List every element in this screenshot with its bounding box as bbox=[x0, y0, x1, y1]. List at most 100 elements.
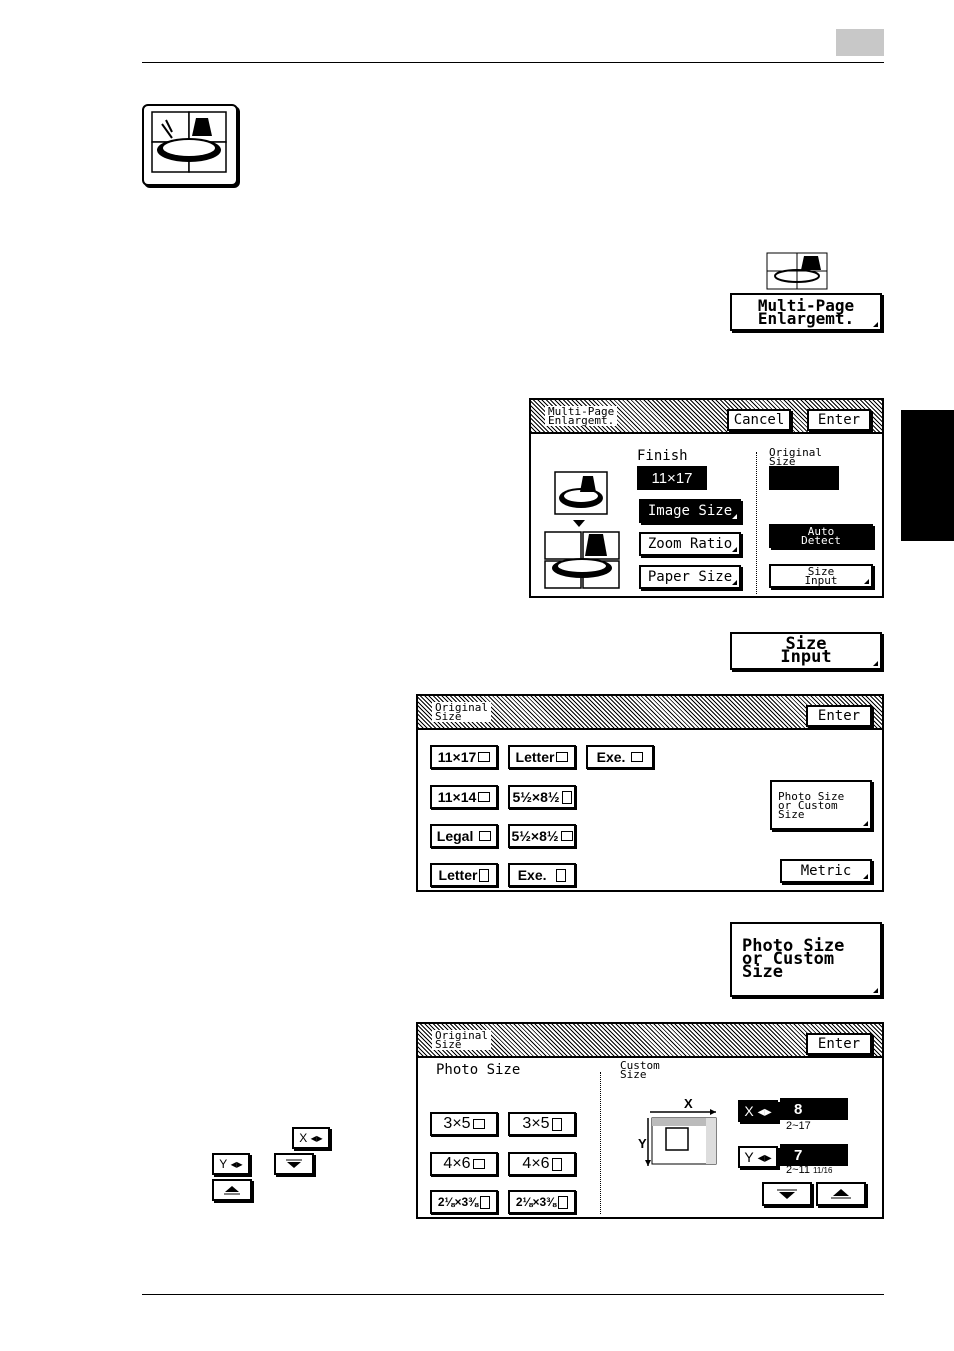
diagram-x-label: X bbox=[684, 1096, 693, 1111]
size-legal-landscape[interactable]: Legal bbox=[430, 824, 498, 848]
zoom-ratio-label: Zoom Ratio bbox=[647, 536, 733, 552]
y-key-button[interactable]: Y ◂▸ bbox=[738, 1146, 778, 1168]
landscape-icon bbox=[472, 1159, 485, 1169]
screen-header bbox=[418, 1024, 882, 1058]
x-value-display: 8 bbox=[780, 1098, 848, 1120]
y-value-display: 7 bbox=[780, 1144, 848, 1166]
divider bbox=[756, 452, 757, 594]
chapter-side-tab bbox=[901, 410, 954, 541]
size-label: Size bbox=[807, 565, 835, 578]
portrait-icon bbox=[551, 1117, 562, 1131]
size-input-button[interactable]: Size Input bbox=[730, 632, 882, 670]
y-range-label: 2~11 11/16 bbox=[786, 1164, 833, 1176]
size-half-letter-portrait[interactable]: 5½×8½ bbox=[508, 785, 576, 809]
arrow-up-icon bbox=[831, 1189, 851, 1199]
enlarged-pages-icon bbox=[543, 530, 621, 590]
photo-4x6-landscape[interactable]: 4×6 bbox=[430, 1152, 498, 1176]
screen-header bbox=[418, 696, 882, 730]
corner-arrow-icon bbox=[732, 547, 737, 552]
photo-size-label: Photo Size bbox=[436, 1062, 521, 1078]
x-key-button[interactable]: X ◂▸ bbox=[738, 1100, 778, 1122]
inline-y-key: Y ◂▸ bbox=[212, 1153, 250, 1175]
photo-button-label-2: or Custom bbox=[742, 949, 835, 969]
photo-label-1: Photo Size bbox=[778, 789, 845, 803]
size-letter-landscape[interactable]: Letter bbox=[508, 745, 576, 769]
enter-button[interactable]: Enter bbox=[806, 1033, 872, 1055]
multi-page-enlargement-button[interactable]: Multi-Page Enlargemt. bbox=[730, 293, 882, 331]
multi-page-label-2: Enlargemt. bbox=[757, 309, 855, 328]
landscape-icon bbox=[560, 831, 573, 841]
inline-up-key bbox=[212, 1179, 252, 1201]
size-11x17-landscape[interactable]: 11×17 bbox=[430, 745, 498, 769]
photo-label-3: Size bbox=[778, 807, 805, 821]
decrease-button[interactable] bbox=[762, 1182, 812, 1206]
size-exe-portrait[interactable]: Exe. bbox=[508, 863, 576, 887]
landscape-icon bbox=[478, 752, 491, 762]
photo-or-custom-size-button-lcd[interactable]: Photo Size or Custom Size bbox=[770, 780, 872, 830]
finish-value: 11×17 bbox=[637, 466, 707, 490]
multi-page-label-1: Multi-Page bbox=[757, 296, 855, 315]
page-number-box bbox=[836, 29, 884, 56]
arrow-down-icon bbox=[777, 1189, 797, 1199]
corner-arrow-icon bbox=[863, 874, 868, 879]
header-rule bbox=[142, 62, 884, 63]
cancel-button[interactable]: Cancel bbox=[727, 409, 791, 431]
xy-diagram-icon bbox=[636, 1096, 722, 1168]
zoom-ratio-button[interactable]: Zoom Ratio bbox=[639, 532, 741, 556]
photo-4x6-portrait[interactable]: 4×6 bbox=[508, 1152, 576, 1176]
image-size-button[interactable]: Image Size bbox=[639, 499, 741, 523]
portrait-icon bbox=[480, 1195, 491, 1209]
original-image-icon bbox=[553, 470, 609, 516]
portrait-icon bbox=[551, 1157, 562, 1171]
footer-rule bbox=[142, 1294, 884, 1295]
multi-page-small-icon bbox=[766, 252, 828, 290]
metric-label: Metric bbox=[800, 863, 852, 879]
photo-wallet-portrait[interactable]: 2⅛×3⅜ bbox=[508, 1190, 576, 1214]
input-label: Input bbox=[804, 574, 838, 587]
size-half-letter-landscape[interactable]: 5½×8½ bbox=[508, 824, 576, 848]
corner-arrow-icon bbox=[732, 580, 737, 585]
size-exe-landscape[interactable]: Exe. bbox=[586, 745, 654, 769]
paper-size-button[interactable]: Paper Size bbox=[639, 565, 741, 589]
landscape-icon bbox=[478, 792, 491, 802]
landscape-icon bbox=[556, 752, 569, 762]
photo-3x5-landscape[interactable]: 3×5 bbox=[430, 1112, 498, 1136]
inline-x-key: X ◂▸ bbox=[292, 1127, 330, 1149]
enter-button[interactable]: Enter bbox=[807, 409, 871, 431]
original-size-display bbox=[769, 466, 839, 490]
size-11x14-landscape[interactable]: 11×14 bbox=[430, 785, 498, 809]
enter-button[interactable]: Enter bbox=[806, 705, 872, 727]
paper-size-label: Paper Size bbox=[647, 569, 733, 585]
photo-button-label-3: Size bbox=[742, 962, 783, 982]
portrait-icon bbox=[556, 868, 567, 882]
arrow-down-icon bbox=[573, 520, 585, 527]
size-letter-portrait[interactable]: Letter bbox=[430, 863, 498, 887]
size-input-label-2: Input bbox=[780, 647, 832, 667]
corner-arrow-icon bbox=[863, 821, 868, 826]
portrait-icon bbox=[479, 868, 490, 882]
arrow-down-icon bbox=[286, 1159, 302, 1168]
photo-wallet-landscape[interactable]: 2⅛×3⅜ bbox=[430, 1190, 498, 1214]
inline-down-key bbox=[274, 1153, 314, 1175]
multi-page-enlargement-icon bbox=[142, 104, 238, 186]
corner-arrow-icon bbox=[873, 661, 878, 666]
landscape-icon bbox=[479, 831, 492, 841]
photo-3x5-portrait[interactable]: 3×5 bbox=[508, 1112, 576, 1136]
x-range-label: 2~17 bbox=[786, 1120, 811, 1132]
corner-arrow-icon bbox=[864, 579, 869, 584]
metric-button[interactable]: Metric bbox=[780, 859, 872, 883]
photo-or-custom-size-button[interactable]: Photo Size or Custom Size bbox=[730, 922, 882, 997]
increase-button[interactable] bbox=[816, 1182, 866, 1206]
portrait-icon bbox=[561, 790, 572, 804]
corner-arrow-icon bbox=[732, 514, 737, 519]
